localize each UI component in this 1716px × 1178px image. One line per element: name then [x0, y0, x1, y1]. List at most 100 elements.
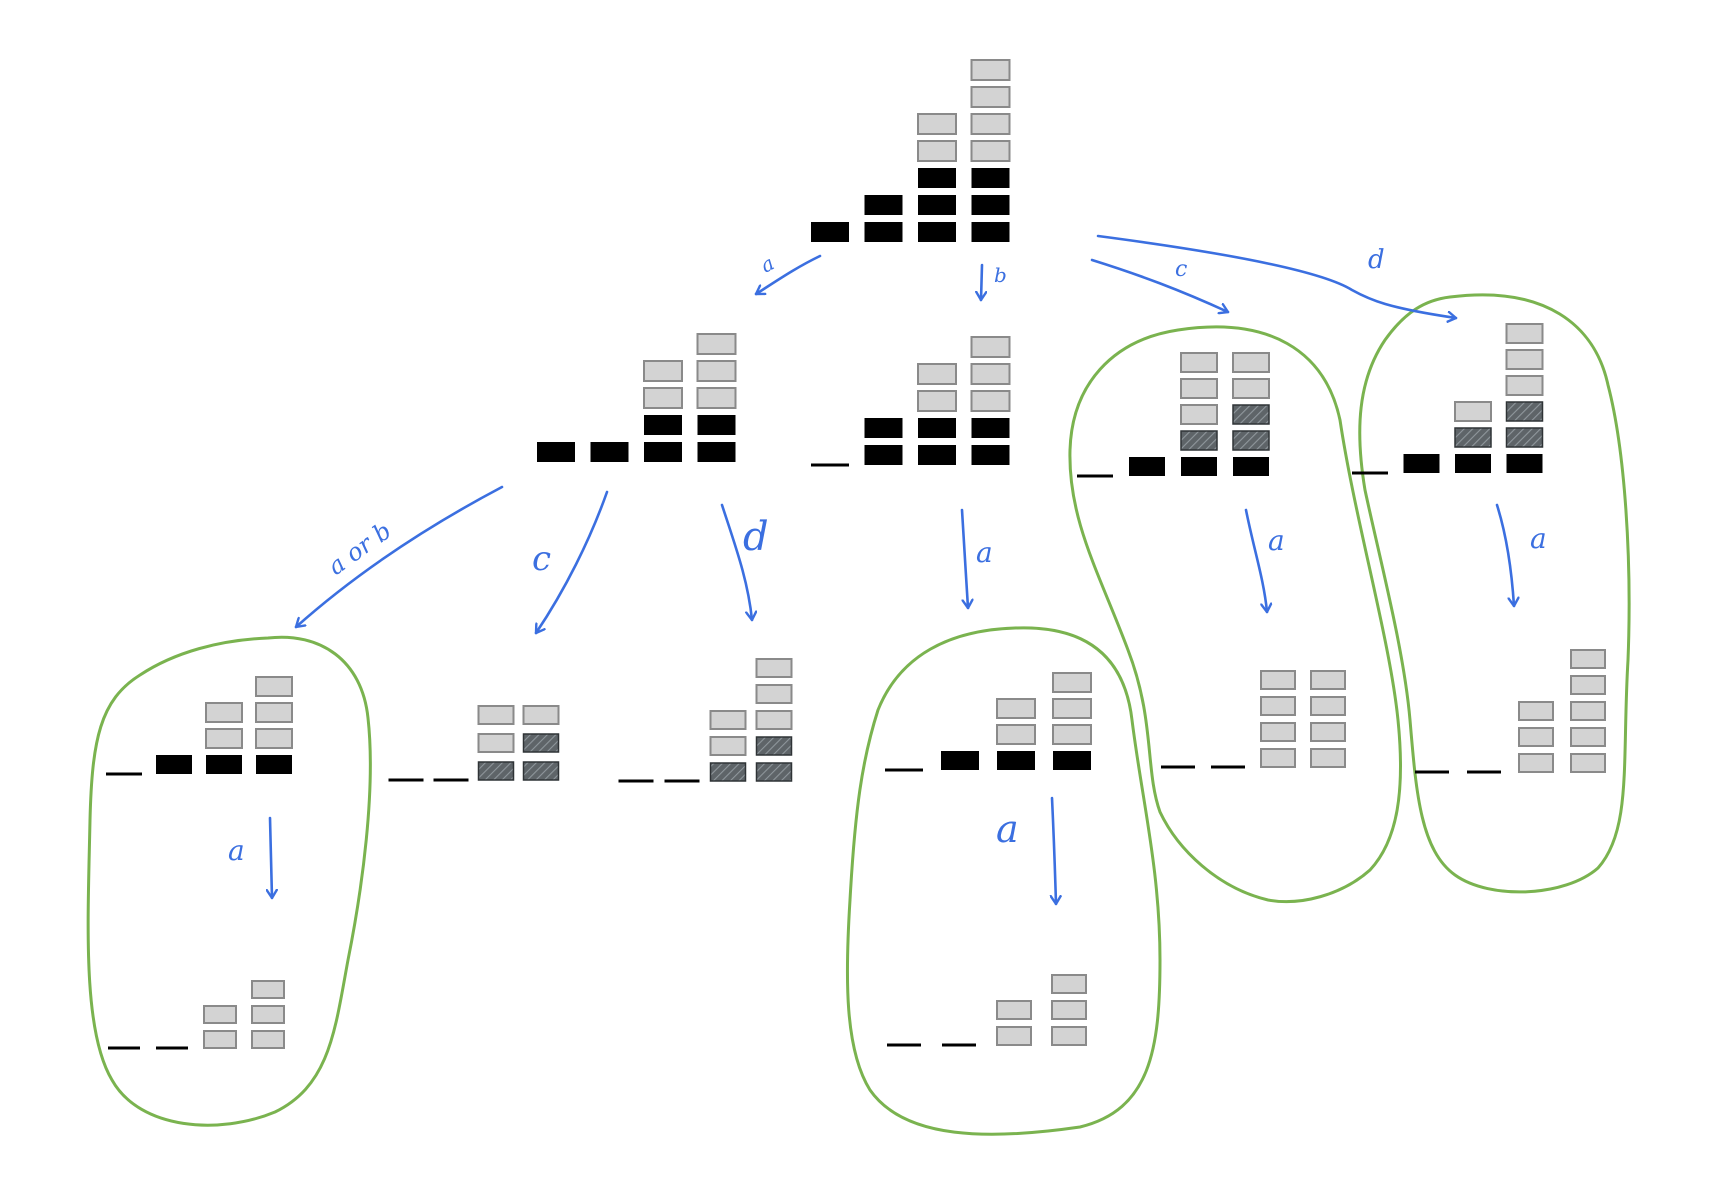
- edge-label-root-d: d: [1368, 245, 1385, 275]
- gray-block: [996, 1000, 1032, 1020]
- gray-block: [917, 113, 957, 135]
- hatched-block: [755, 762, 793, 782]
- gray-block: [203, 1030, 237, 1049]
- gray-block: [696, 333, 737, 355]
- state-b-a-a: [887, 974, 1087, 1047]
- state-b-a: [885, 672, 1092, 772]
- black-block: [997, 751, 1035, 770]
- gray-block: [696, 387, 737, 409]
- gray-block: [696, 360, 737, 382]
- arrow-root-c: [1090, 258, 1230, 312]
- edge-label-ba-a: a: [996, 807, 1019, 851]
- gray-block: [1505, 349, 1544, 370]
- gray-block: [643, 360, 683, 382]
- gray-block: [1570, 727, 1606, 747]
- arrow-b-a: [960, 508, 968, 610]
- black-block: [864, 222, 903, 242]
- arrow-a-aorb: [294, 485, 504, 629]
- gray-block: [1052, 672, 1092, 693]
- hatched-block: [1180, 430, 1218, 451]
- gray-block: [251, 1005, 285, 1024]
- edge-label-c-a: a: [1268, 524, 1285, 557]
- edge-label-root-a: a: [756, 251, 778, 278]
- state-after-b: [811, 336, 1011, 467]
- black-block: [537, 442, 575, 462]
- gray-block: [255, 676, 293, 697]
- group-a-or-b: [86, 635, 372, 1127]
- gray-block: [1051, 1026, 1087, 1046]
- gray-block: [477, 733, 515, 753]
- black-block: [206, 755, 242, 774]
- arrow-a-c: [534, 490, 609, 635]
- gray-block: [970, 363, 1011, 385]
- gray-block: [1260, 722, 1296, 742]
- gray-block: [1052, 724, 1092, 745]
- gray-block: [1570, 675, 1606, 695]
- gray-block: [522, 705, 560, 725]
- edge-label-a-aorb: a or b: [323, 516, 397, 580]
- gray-block: [1310, 722, 1346, 742]
- hatched-block: [477, 761, 515, 781]
- edge-label-a-d: d: [743, 514, 769, 560]
- gray-block: [1180, 378, 1218, 399]
- state-after-c: [1077, 352, 1270, 478]
- gray-block: [1180, 404, 1218, 425]
- black-block: [644, 442, 682, 462]
- edge-label-d-a: a: [1530, 522, 1547, 555]
- black-block: [1053, 751, 1091, 770]
- hatched-block: [1232, 404, 1270, 425]
- hatched-block: [1505, 427, 1544, 448]
- hatched-block: [522, 733, 560, 753]
- black-block: [1233, 457, 1269, 476]
- state-a-c: [388, 705, 560, 782]
- gray-block: [1260, 748, 1296, 768]
- gray-block: [1570, 701, 1606, 721]
- gray-block: [970, 113, 1011, 135]
- gray-block: [1260, 670, 1296, 690]
- black-block: [918, 222, 956, 242]
- arrow-a-d: [720, 503, 752, 622]
- state-root: [811, 59, 1011, 242]
- arrow-c-a: [1244, 508, 1267, 614]
- black-block: [256, 755, 292, 774]
- black-block: [156, 755, 192, 774]
- gray-block: [996, 698, 1036, 719]
- gray-block: [477, 705, 515, 725]
- arrow-root-d: [1096, 234, 1458, 318]
- black-block: [590, 442, 629, 462]
- gray-block: [1052, 698, 1092, 719]
- gray-block: [1310, 748, 1346, 768]
- gray-block: [755, 658, 793, 678]
- group-b-a: [845, 626, 1162, 1136]
- gray-block: [643, 387, 683, 409]
- gray-block: [917, 363, 957, 385]
- gray-block: [970, 140, 1011, 162]
- state-a-d: [618, 658, 793, 783]
- group-d: [1358, 293, 1631, 894]
- black-block: [971, 445, 1010, 465]
- arrow-ba-a: [1052, 796, 1056, 906]
- gray-block: [1570, 649, 1606, 669]
- black-block: [918, 195, 956, 215]
- gray-block: [1570, 753, 1606, 773]
- gray-block: [1232, 352, 1270, 373]
- gray-block: [1518, 727, 1554, 747]
- gray-block: [970, 59, 1011, 81]
- gray-block: [755, 684, 793, 704]
- gray-block: [1505, 323, 1544, 344]
- hatched-block: [522, 761, 560, 781]
- black-block: [1403, 454, 1440, 473]
- gray-block: [1505, 375, 1544, 396]
- gray-block: [1260, 696, 1296, 716]
- gray-block: [205, 702, 243, 723]
- gray-block: [1518, 701, 1554, 721]
- black-block: [864, 445, 903, 465]
- edge-label-ab-a: a: [228, 834, 245, 867]
- black-block: [811, 222, 849, 242]
- state-a-ab: [106, 676, 293, 776]
- gray-block: [255, 702, 293, 723]
- hatched-block: [709, 762, 747, 782]
- black-block: [918, 445, 956, 465]
- black-block: [971, 168, 1010, 188]
- black-block: [918, 418, 956, 438]
